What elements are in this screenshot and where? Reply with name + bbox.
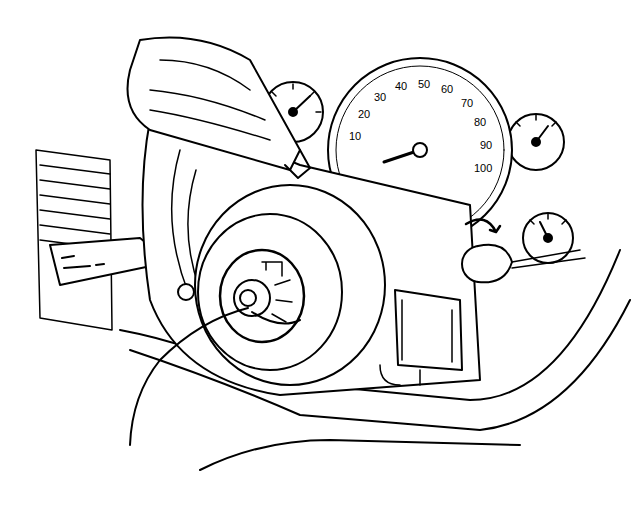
tool-tip	[252, 312, 300, 324]
gauge-number: 80	[473, 117, 487, 128]
ignition-switch	[380, 220, 585, 386]
clockspring	[195, 185, 385, 385]
gauge-number: 10	[348, 131, 362, 142]
gauge-number: 70	[460, 98, 474, 109]
column-shroud	[143, 120, 481, 395]
gauge-number: 40	[394, 81, 408, 92]
gauge-number: 60	[440, 84, 454, 95]
gauge-number: 50	[417, 79, 431, 90]
vent-grille	[36, 150, 112, 330]
gauge-number: 30	[373, 92, 387, 103]
gauge-number: 90	[479, 140, 493, 151]
gauge-number: 100	[473, 163, 493, 174]
tool-wire	[130, 308, 248, 445]
technician-hand	[128, 38, 311, 179]
gauge-number: 20	[357, 109, 371, 120]
